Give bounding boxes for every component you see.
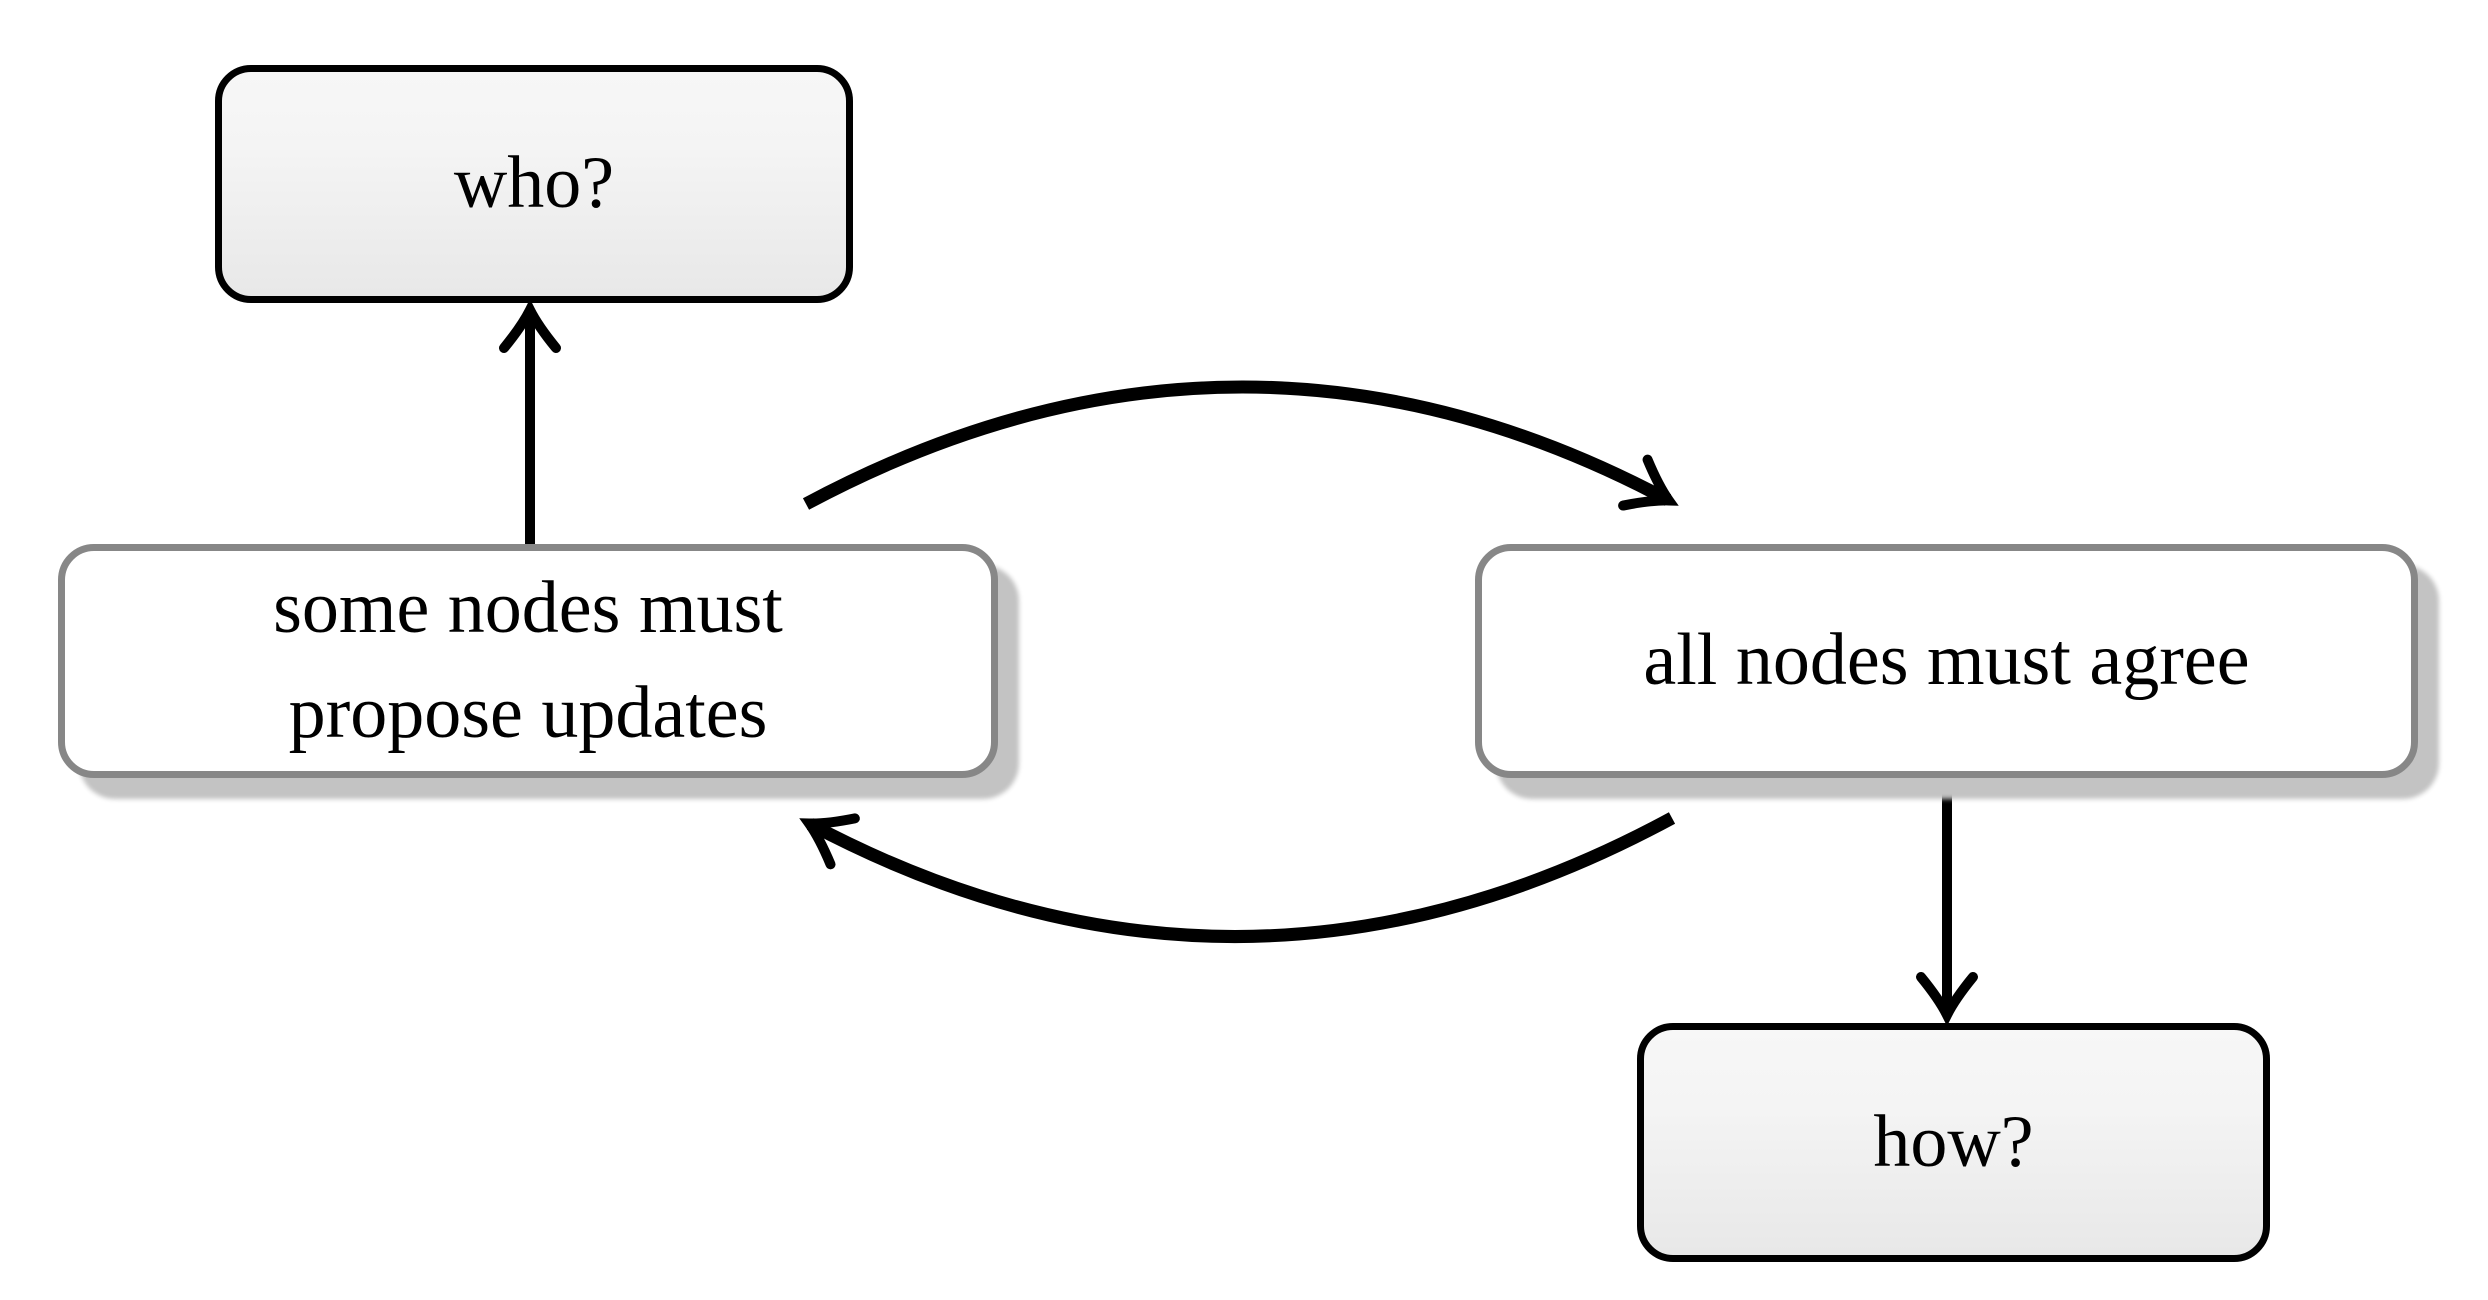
node-all-agree: all nodes must agree: [1475, 544, 2418, 778]
node-who: who?: [215, 65, 853, 303]
node-propose-updates-label: some nodes must propose updates: [273, 566, 783, 754]
node-propose-updates: some nodes must propose updates: [58, 544, 998, 778]
node-all-agree-label: all nodes must agree: [1643, 619, 2250, 702]
node-how-label: how?: [1873, 1100, 2034, 1183]
node-how: how?: [1637, 1023, 2270, 1262]
node-who-label: who?: [453, 142, 615, 225]
edge-agree-to-propose-arc: [799, 812, 1676, 943]
edge-propose-to-agree-arc: [802, 380, 1679, 511]
